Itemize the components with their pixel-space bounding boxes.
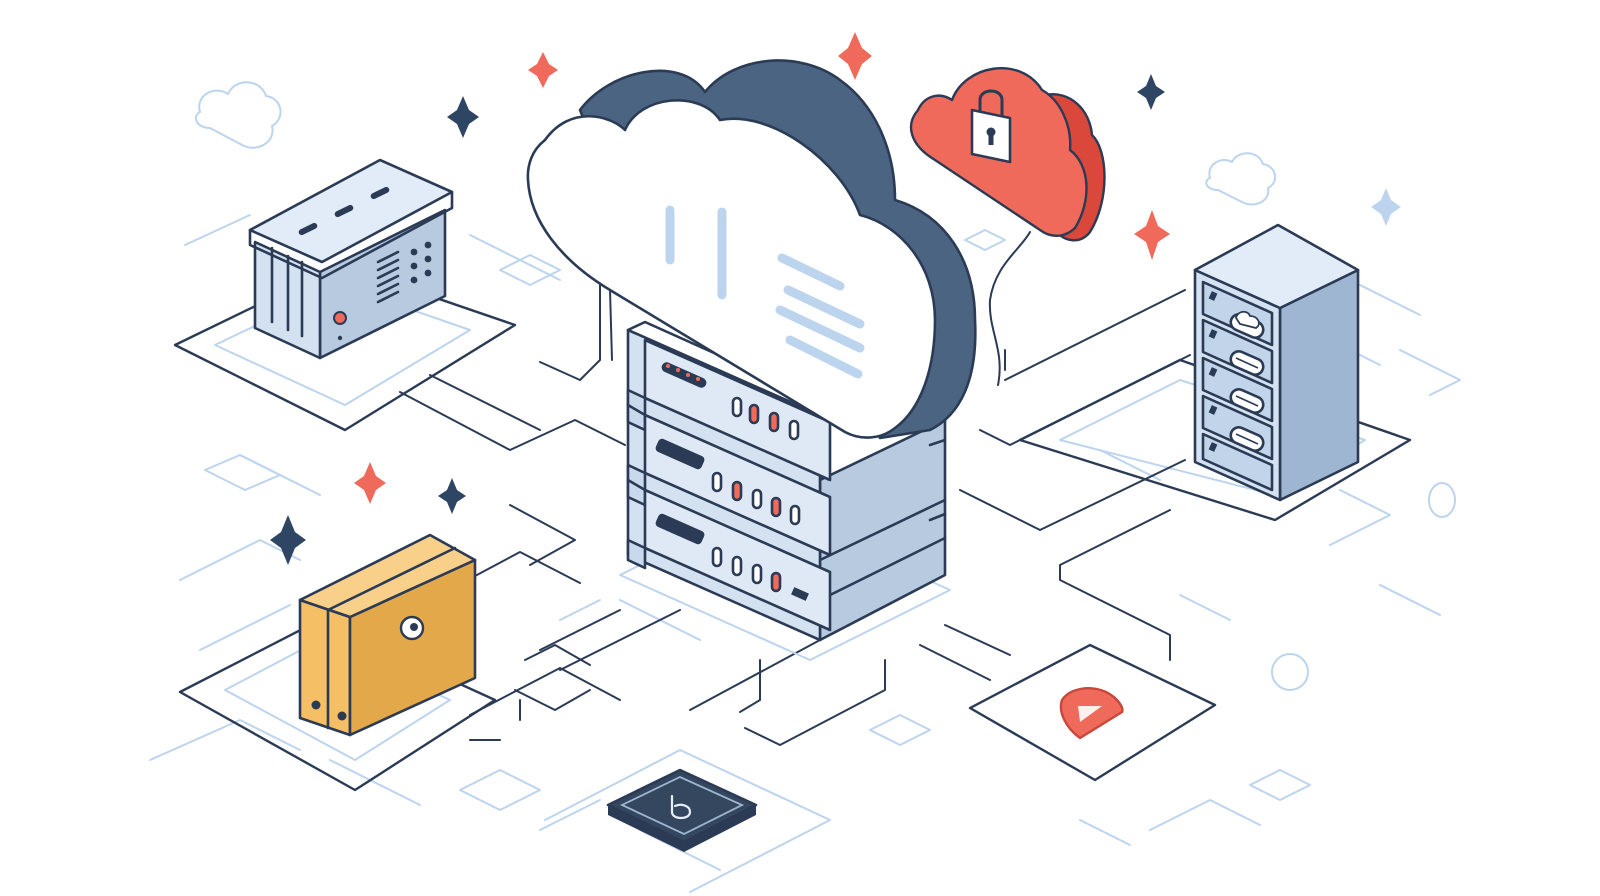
padlock-icon	[970, 89, 1012, 164]
storage-unit-icon	[248, 158, 454, 360]
platform-left-bottom	[178, 618, 497, 792]
chip-icon	[606, 768, 758, 852]
shield-icon	[1059, 687, 1124, 740]
central-cloud-icon	[526, 59, 977, 440]
platform-chip	[544, 749, 831, 893]
faint-ring-icon	[1271, 482, 1456, 691]
archive-box-icon	[298, 533, 477, 737]
platform-shield	[968, 643, 1217, 782]
locked-cloud-icon	[909, 67, 1106, 242]
server-stack-icon	[619, 320, 951, 661]
server-tower-icon	[1193, 223, 1360, 502]
faint-cloud-icon	[194, 81, 1277, 206]
sparkle-icon	[270, 32, 1401, 565]
